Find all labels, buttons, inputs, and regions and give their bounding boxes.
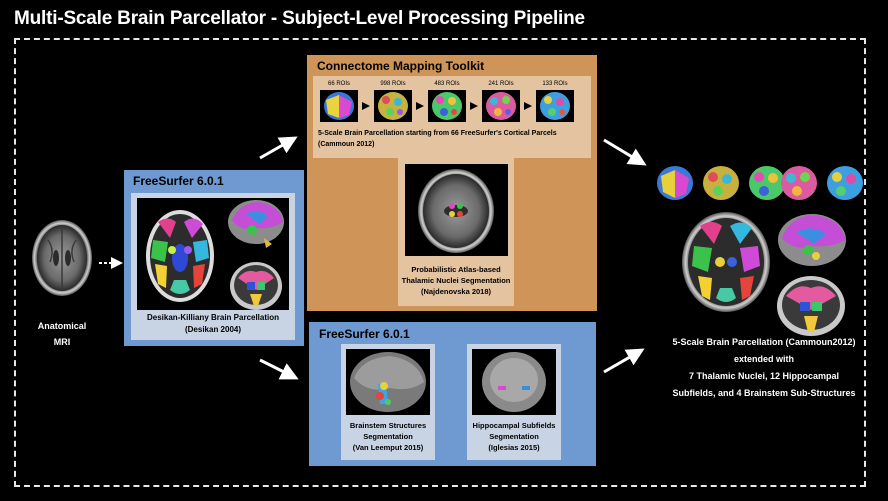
scales-caption: 5-Scale Brain Parcellation starting from… <box>318 130 557 148</box>
hippocampal-coronal-image <box>472 349 556 415</box>
arrow-fs-to-output <box>603 348 645 374</box>
scale-brain-5 <box>536 90 574 122</box>
freesurfer-subcortical-title: FreeSurfer 6.0.1 <box>319 327 410 341</box>
cmtk-title: Connectome Mapping Toolkit <box>317 59 485 73</box>
desikan-coronal-image <box>230 262 282 310</box>
output-caption: 5-Scale Brain Parcellation (Cammoun2012)… <box>672 337 856 398</box>
output-sagittal-image <box>778 214 846 266</box>
freesurfer-cortical-title: FreeSurfer 6.0.1 <box>133 174 224 188</box>
arrow-to-cmtk <box>259 136 298 160</box>
scale-brain-2 <box>374 90 412 122</box>
scale-brain-1 <box>320 90 358 122</box>
scale-label-3: 483 ROIs <box>434 81 460 87</box>
input-mri-image <box>32 220 92 296</box>
brainstem-sagittal-image <box>346 349 430 415</box>
arrow-cmtk-to-output <box>603 138 647 166</box>
scale-arrows <box>362 102 532 110</box>
scale-label-4: 241 ROIs <box>488 81 514 87</box>
input-label: Anatomical MRI <box>37 321 87 347</box>
pipeline-frame <box>14 38 866 487</box>
scale-brain-3 <box>428 90 466 122</box>
scale-brain-4 <box>482 90 520 122</box>
scale-label-1: 66 ROIs <box>327 81 350 87</box>
desikan-sagittal-image <box>228 200 284 248</box>
output-coronal-image <box>777 276 845 336</box>
brainstem-caption: Brainstem Structures Segmentation (Van L… <box>349 421 427 452</box>
hippocampal-caption: Hippocampal Subfields Segmentation (Igle… <box>472 421 556 452</box>
desikan-axial-image <box>146 210 214 302</box>
thalamic-axial-image <box>405 164 508 256</box>
thalamic-caption: Probabilistic Atlas-based Thalamic Nucle… <box>401 265 511 296</box>
desikan-caption: Desikan-Killiany Brain Parcellation (Des… <box>146 313 280 334</box>
output-axial-image <box>682 212 770 312</box>
output-scale-brains <box>657 166 863 200</box>
arrow-to-freesurfer-subcortical <box>259 358 299 380</box>
scale-label-2: 998 ROIs <box>380 81 406 87</box>
page-title: Multi-Scale Brain Parcellator - Subject-… <box>14 8 585 29</box>
scale-label-5: 133 ROIs <box>542 81 568 87</box>
